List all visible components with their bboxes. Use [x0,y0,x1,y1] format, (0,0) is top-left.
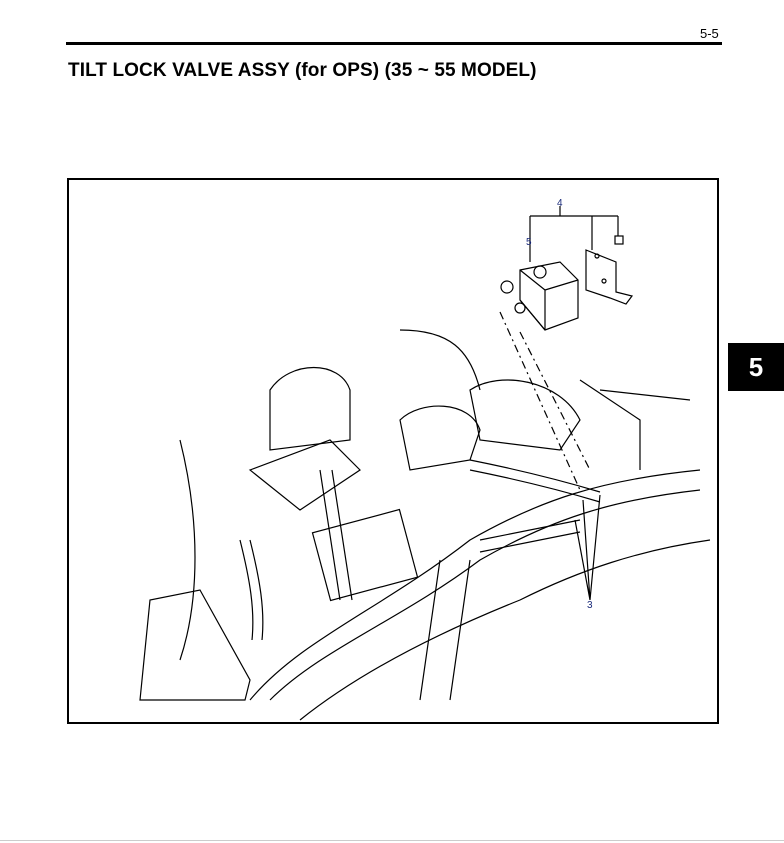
callout-5: 5 [526,237,532,248]
callout-leaders [499,206,619,601]
engine-compartment-drawing [139,329,711,721]
figure-frame [67,178,719,724]
header-rule [66,42,722,45]
page-number: 5-5 [700,26,719,41]
valve-block [500,261,579,331]
page-title: TILT LOCK VALVE ASSY (for OPS) (35 ~ 55 … [68,60,537,81]
bracket [585,235,634,305]
page-bottom-edge [0,840,784,841]
callout-3: 3 [587,600,593,611]
callout-4: 4 [557,198,563,209]
section-tab: 5 [728,343,784,391]
